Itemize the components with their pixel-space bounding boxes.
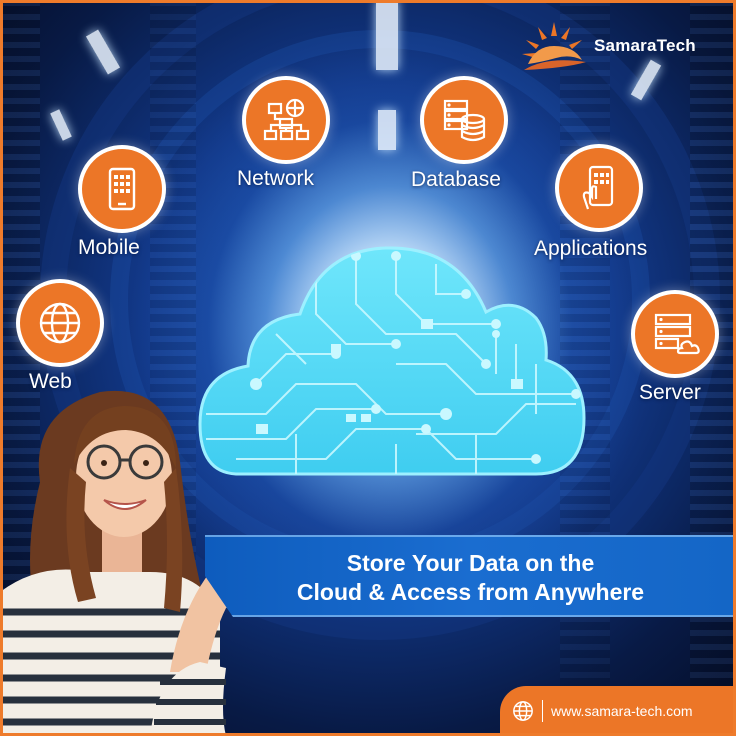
database-label: Database <box>411 168 501 191</box>
globe-icon <box>513 701 533 721</box>
bg-ceiling-light <box>50 109 72 141</box>
database-node <box>420 76 508 164</box>
smiling-woman-pointing-figure <box>0 390 249 736</box>
server-icon <box>654 313 700 355</box>
headline-on-the: on the <box>518 550 595 576</box>
headline-banner: Store Your Data on the Cloud & Access fr… <box>205 535 736 617</box>
bg-ceiling-light <box>85 29 121 75</box>
mobile-app-icon <box>108 167 136 211</box>
web-node <box>16 279 104 367</box>
network-label: Network <box>237 167 315 190</box>
brand-name: SamaraTech <box>594 36 696 55</box>
database-icon <box>443 99 486 142</box>
mobile-node <box>78 145 166 233</box>
network-node <box>242 76 330 164</box>
cloud-circuit-graphic <box>198 246 586 476</box>
sun-logo-icon <box>522 22 586 70</box>
headline-line-2: Cloud & Access from Anywhere <box>296 579 645 605</box>
headline-line-1: Store Your Data on the <box>205 550 736 577</box>
headline-your-data: Your Data <box>411 550 519 576</box>
server-label: Server <box>639 381 701 404</box>
website-pill[interactable]: www.samara-tech.com <box>500 686 736 736</box>
globe-icon <box>39 302 81 344</box>
applications-icon <box>582 165 614 210</box>
website-divider <box>542 700 543 722</box>
bg-ceiling-light <box>378 110 396 150</box>
applications-node <box>555 144 643 232</box>
applications-label: Applications <box>534 237 648 260</box>
website-url[interactable]: www.samara-tech.com <box>551 703 693 719</box>
web-label: Web <box>29 370 72 393</box>
brand-logo: SamaraTech <box>516 18 716 74</box>
mobile-label: Mobile <box>78 236 140 259</box>
server-node <box>631 290 719 378</box>
headline-store: Store <box>346 550 412 576</box>
bg-ceiling-light <box>376 0 398 70</box>
network-icon <box>263 98 310 141</box>
